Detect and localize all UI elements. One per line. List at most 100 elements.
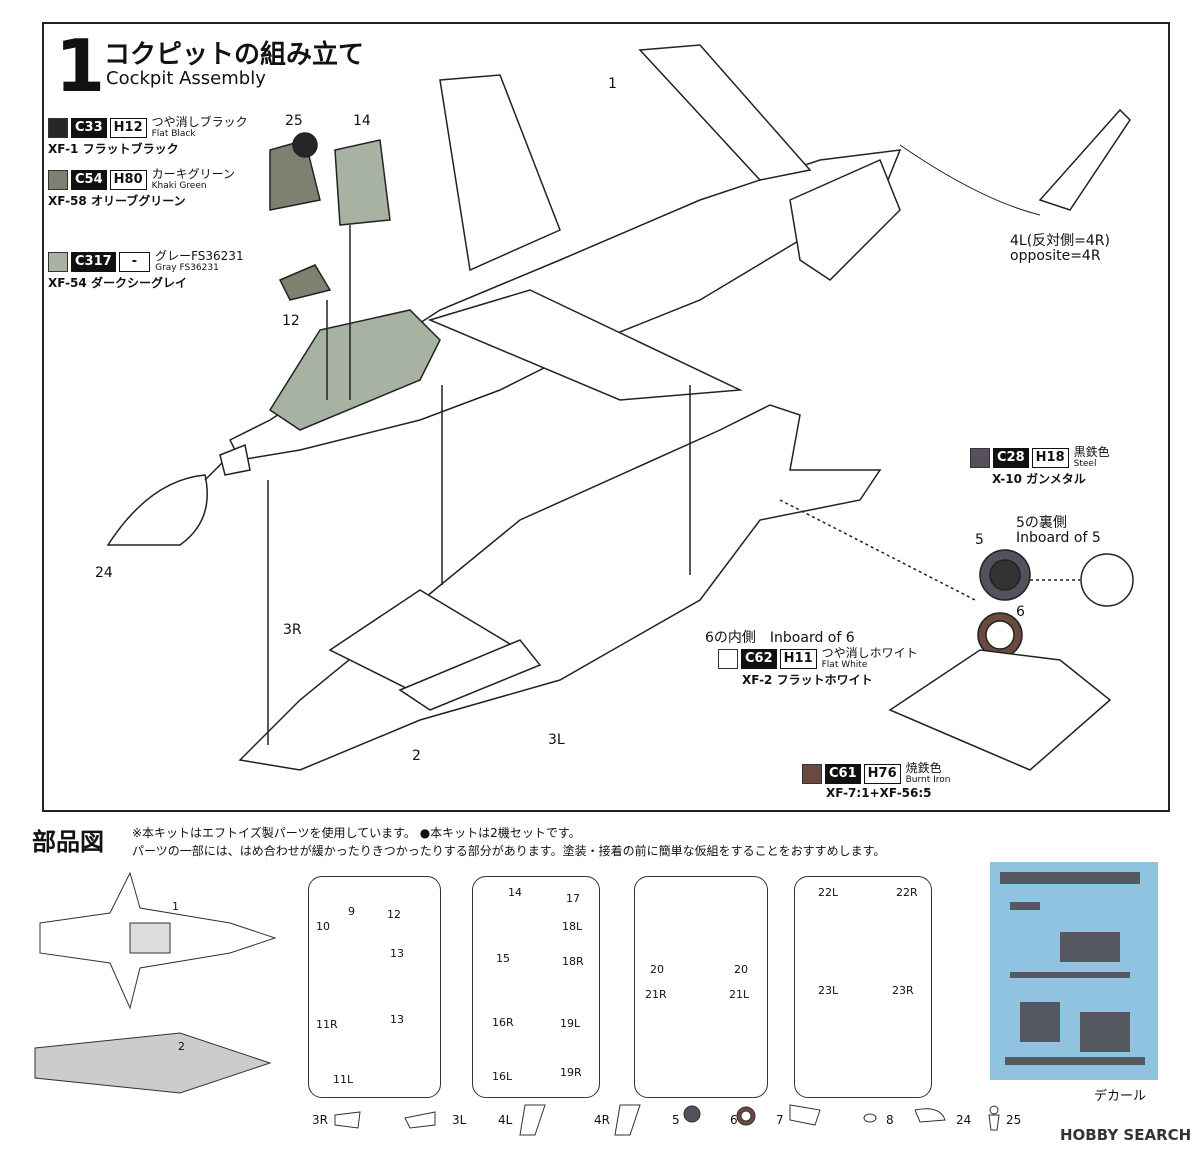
- paint-swatch: [48, 169, 68, 190]
- paint-hcode: H11: [779, 648, 817, 669]
- sprue-label: 9: [348, 905, 355, 918]
- canopy-24: [106, 474, 208, 546]
- nose-tip: [219, 443, 251, 476]
- sprue-label: 16R: [492, 1016, 514, 1029]
- parts-note-1: ※本キットはエフトイズ製パーツを使用しています。 ●本キットは2機セットです。: [132, 826, 581, 840]
- tail-upper: [638, 44, 812, 181]
- loose-part-4R: 4R: [594, 1113, 610, 1127]
- paint-name-en: Khaki Green: [151, 181, 207, 191]
- loose-part-6: 6: [730, 1113, 738, 1127]
- sprue-label: 18L: [562, 920, 583, 933]
- sprue-label: 19R: [560, 1066, 582, 1079]
- sprue-a: [308, 876, 441, 1098]
- paint-xf: XF-7:1+XF-56:5: [826, 786, 932, 800]
- paint-name-ja: つや消しブラック: [151, 115, 248, 129]
- wing-lower: [427, 289, 743, 401]
- tail-lower: [789, 158, 901, 281]
- step-number: 1: [55, 24, 106, 108]
- cockpit-tub: [268, 309, 441, 431]
- loose-part-5: 5: [672, 1113, 680, 1127]
- paint-name-ja: カーキグリーン: [151, 167, 236, 181]
- label-part-4L-en: opposite=4R: [1010, 248, 1101, 264]
- paint-name-en: Gray FS36231: [155, 263, 219, 273]
- loose-part-25: 25: [1006, 1113, 1022, 1127]
- label-part-1: 1: [608, 76, 617, 92]
- label-part-3L: 3L: [548, 732, 565, 748]
- loose-part-8: 8: [886, 1113, 894, 1127]
- airframe-1-bay: [129, 922, 171, 954]
- sprue-label: 10: [316, 920, 330, 933]
- sprue-label: 22R: [896, 886, 918, 899]
- label-part-24: 24: [95, 565, 113, 581]
- intake-3L: [398, 639, 542, 711]
- paint-c54: C54 H80 カーキグリーン Khaki Green XF-58 オリーブグリ…: [48, 168, 235, 209]
- paint-code: C317: [71, 251, 116, 272]
- sprue-d: [794, 876, 932, 1098]
- paint-c28: C28 H18 黒鉄色 Steel X-10 ガンメタル: [970, 446, 1110, 487]
- sprue-label: 13: [390, 1013, 404, 1026]
- paint-swatch: [48, 251, 68, 272]
- paint-name-ja: グレーFS36231: [155, 249, 244, 263]
- paint-xf: XF-2 フラットホワイト: [742, 673, 873, 687]
- sprue-label: 23L: [818, 984, 839, 997]
- label-inboard6: 6の内側 Inboard of 6: [705, 630, 855, 646]
- paint-code: C62: [741, 648, 777, 669]
- sprue-b: [472, 876, 600, 1098]
- sprue-label: 15: [496, 952, 510, 965]
- decal-sheet: [990, 862, 1158, 1080]
- paint-code: C61: [825, 763, 861, 784]
- label-part-6: 6: [1016, 604, 1025, 620]
- sprue-label: 20: [650, 963, 664, 976]
- step-title-en: Cockpit Assembly: [106, 68, 266, 89]
- label-part-12: 12: [282, 313, 300, 329]
- sprue-c: [634, 876, 768, 1098]
- paint-name-en: Burnt Iron: [905, 775, 951, 785]
- paint-swatch: [48, 117, 68, 138]
- sprue-label: 14: [508, 886, 522, 899]
- paint-xf: XF-54 ダークシーグレイ: [48, 276, 187, 290]
- label-part-3R: 3R: [283, 622, 302, 638]
- paint-name-en: Steel: [1073, 459, 1097, 469]
- paint-code: C54: [71, 169, 107, 190]
- paint-swatch: [718, 648, 738, 669]
- paint-xf: XF-1 フラットブラック: [48, 142, 179, 156]
- paint-hcode: H76: [863, 763, 901, 784]
- paint-swatch: [802, 763, 822, 784]
- instruction-frame: [42, 22, 1170, 812]
- loose-part-24: 24: [956, 1113, 972, 1127]
- paint-name-ja: 焼鉄色: [905, 761, 942, 775]
- watermark: HOBBY SEARCH: [1060, 1126, 1192, 1144]
- paint-c33: C33 H12 つや消しブラック Flat Black XF-1 フラットブラッ…: [48, 116, 248, 157]
- paint-code: C28: [993, 447, 1029, 468]
- assembly-drawing: [106, 44, 1134, 771]
- part-12: [278, 264, 332, 301]
- sprue-label: 11L: [333, 1073, 354, 1086]
- wing-upper: [439, 74, 561, 272]
- sprue-label: 20: [734, 963, 748, 976]
- loose-part-3R: 3R: [312, 1113, 328, 1127]
- paint-xf: X-10 ガンメタル: [992, 472, 1086, 486]
- label-part-25: 25: [285, 113, 303, 129]
- paint-hcode: -: [118, 251, 151, 272]
- loose-parts-icons: [334, 1104, 1000, 1136]
- label-part-14: 14: [353, 113, 371, 129]
- sprue-label: 16L: [492, 1070, 513, 1083]
- sprue-label: 19L: [560, 1017, 581, 1030]
- part-6-inner: [985, 620, 1015, 650]
- label-part-4L: 4L(反対側=4R): [1010, 233, 1110, 249]
- sprue-label: 11R: [316, 1018, 338, 1031]
- sprue-label: 21L: [729, 988, 750, 1001]
- sprue-label: 17: [566, 892, 580, 905]
- airframe-2: [34, 1032, 272, 1094]
- sprue-label: 23R: [892, 984, 914, 997]
- paint-hcode: H80: [109, 169, 147, 190]
- sprue-label: 13: [390, 947, 404, 960]
- paint-name-ja: 黒鉄色: [1073, 445, 1110, 459]
- label-inboard5-ja: 5の裏側: [1016, 515, 1067, 531]
- paint-hcode: H12: [109, 117, 147, 138]
- stabilizer-4L: [1038, 108, 1131, 211]
- paint-c62: C62 H11 つや消しホワイト Flat White XF-2 フラットホワイ…: [718, 647, 918, 688]
- lower-fuselage: [238, 404, 882, 771]
- loose-part-3L: 3L: [452, 1113, 467, 1127]
- part-5-inboard: [1080, 553, 1134, 607]
